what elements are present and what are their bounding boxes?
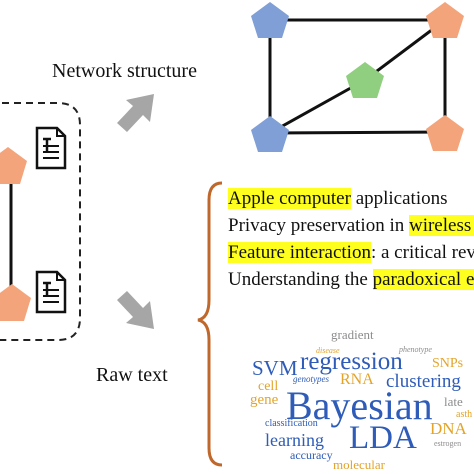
title-line-2: Privacy preservation in wireless se	[228, 215, 474, 237]
raw-text-label: Raw text	[96, 364, 168, 386]
word-gene: gene	[250, 392, 279, 408]
document-icon-bottom	[35, 270, 67, 314]
title-line-2-pre: Privacy preservation in	[228, 215, 409, 236]
word-bayesian: Bayesian	[286, 383, 433, 428]
word-estrogen: estrogen	[434, 439, 462, 448]
title-line-3-rest: : a critical revie	[370, 242, 474, 263]
word-snps: SNPs	[432, 356, 464, 371]
word-lda: LDA	[349, 420, 417, 456]
word-accuracy: accuracy	[290, 448, 333, 462]
document-icon-top	[35, 126, 67, 170]
word-disease: disease	[316, 346, 340, 355]
highlight-4: paradoxical eff	[372, 269, 474, 290]
word-dna: DNA	[430, 419, 467, 438]
word-svm: SVM	[252, 356, 298, 380]
network-node-bottom-right-orange	[426, 115, 464, 151]
word-regression: regression	[300, 348, 403, 375]
network-node-top-right-orange	[426, 2, 464, 38]
dashed-group-border	[0, 102, 81, 341]
network-structure-label: Network structure	[52, 60, 197, 82]
word-phenotype: phenotype	[399, 345, 432, 354]
word-asth: asth	[456, 409, 473, 420]
title-line-4: Understanding the paradoxical eff	[228, 269, 474, 291]
title-line-1-rest: applications	[350, 188, 448, 209]
curly-brace	[197, 181, 223, 467]
network-edges	[268, 18, 447, 135]
word-gradient: gradient	[331, 327, 374, 342]
word-classification: classification	[265, 418, 318, 429]
network-node-bottom-left-blue	[251, 116, 289, 152]
highlight-1: Apple computer	[228, 188, 351, 209]
word-cell: cell	[258, 379, 279, 394]
word-rna: RNA	[340, 371, 374, 388]
arrow-to-network	[117, 94, 154, 132]
word-genotypes: genotypes	[293, 374, 329, 384]
left-node-top-orange	[0, 147, 27, 184]
highlight-2: wireless se	[408, 215, 474, 236]
title-line-4-pre: Understanding the	[228, 269, 373, 290]
arrow-to-text	[117, 291, 154, 329]
network-node-middle-green	[346, 62, 384, 98]
left-node-bottom-orange	[0, 284, 31, 321]
network-node-top-left-blue	[251, 2, 289, 38]
word-late: late	[444, 394, 463, 409]
highlight-3: Feature interaction	[228, 242, 371, 263]
title-line-3: Feature interaction: a critical revie	[228, 242, 474, 264]
word-learning: learning	[265, 430, 324, 450]
word-molecular: molecular	[333, 457, 385, 472]
title-line-1: Apple computer applications	[228, 188, 448, 210]
word-clustering: clustering	[386, 371, 461, 392]
